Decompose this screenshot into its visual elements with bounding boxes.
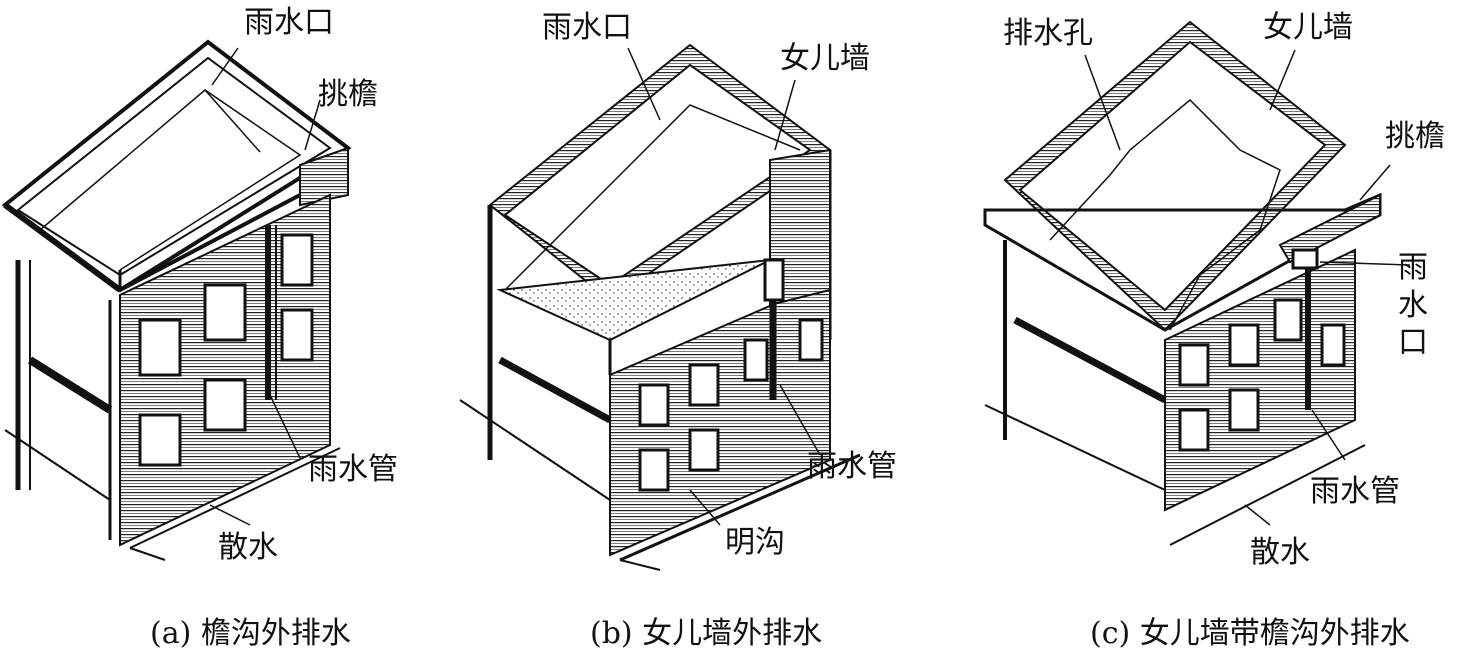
label-b-open-ditch: 明沟: [725, 525, 785, 560]
label-b-downpipe: 雨水管: [807, 449, 897, 484]
label-a-apron: 散水: [218, 530, 278, 565]
label-c-rain-outlet-char-1: 雨: [1398, 250, 1428, 285]
caption-a: (a) 檐沟外排水: [150, 616, 351, 651]
label-c-rain-outlet-char-3: 口: [1398, 325, 1428, 360]
label-c-parapet: 女儿墙: [1263, 10, 1353, 45]
building-c: [983, 20, 1411, 546]
label-c-drain-hole: 排水孔: [1003, 16, 1093, 51]
label-b-rain-outlet: 雨水口: [542, 10, 632, 45]
label-b-parapet: 女儿墙: [780, 41, 870, 76]
label-a-downpipe: 雨水管: [308, 452, 398, 487]
building-b: [459, 43, 861, 571]
building-a-roof-gutter: [16, 56, 332, 277]
label-a-overhang: 挑檐: [318, 77, 378, 112]
label-c-apron: 散水: [1250, 535, 1310, 570]
label-c-overhang: 挑檐: [1385, 119, 1445, 154]
label-c-rain-outlet-char-2: 水: [1398, 288, 1428, 323]
caption-b: (b) 女儿墙外排水: [590, 616, 823, 651]
label-a-rain-outlet: 雨水口: [244, 5, 334, 40]
caption-c: (c) 女儿墙带檐沟外排水: [1090, 616, 1410, 651]
label-c-downpipe: 雨水管: [1310, 474, 1400, 509]
building-a: [1, 39, 352, 561]
